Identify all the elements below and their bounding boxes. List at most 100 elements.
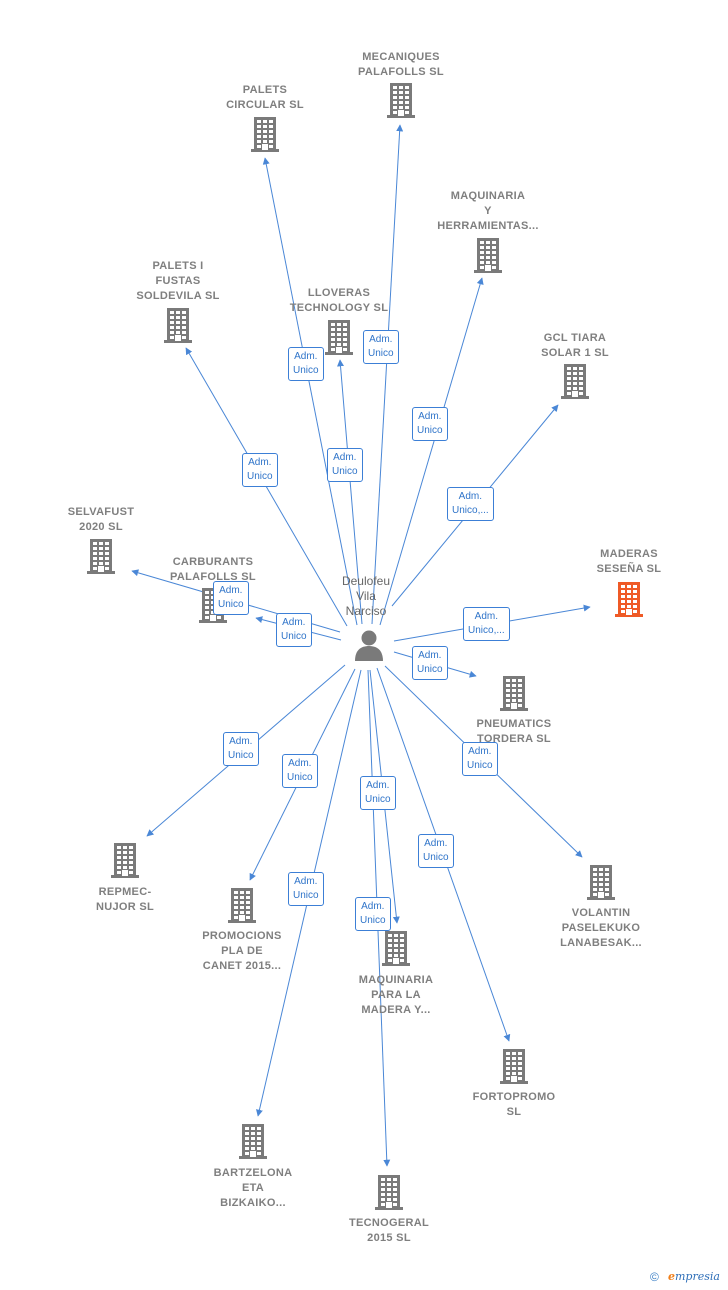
person-icon[interactable] <box>353 628 385 662</box>
role-badge-palets-fustas[interactable]: Adm.Unico <box>242 453 278 487</box>
company-label-fortopromo[interactable]: FORTOPROMO SL <box>439 1090 589 1120</box>
building-icon-lloveras[interactable] <box>323 319 355 355</box>
role-badge-line: Unico <box>293 890 319 901</box>
building-icon-volantin[interactable] <box>585 864 617 900</box>
role-badge-line: Unico <box>417 425 443 436</box>
role-badge-fortopromo[interactable]: Adm.Unico <box>418 834 454 868</box>
role-badge-bartzelona[interactable]: Adm. Unico <box>288 872 324 906</box>
company-label-line: MADERAS <box>600 548 658 560</box>
company-label-line: PALAFOLLS SL <box>170 571 256 583</box>
company-label-selvafust[interactable]: SELVAFUST 2020 SL <box>26 505 176 535</box>
building-icon-promocions[interactable] <box>226 887 258 923</box>
role-badge-line: Unico <box>368 348 394 359</box>
brand-rest: mpresia <box>675 1270 720 1283</box>
building-icon-tecnogeral[interactable] <box>373 1174 405 1210</box>
role-badge-line: Unico,... <box>452 505 489 516</box>
company-label-line: PARA LA <box>371 989 421 1001</box>
role-badge-line: Unico <box>228 750 254 761</box>
role-badge-line: Unico <box>281 631 307 642</box>
role-badge-line: Adm. <box>282 617 306 628</box>
role-badge-promocions[interactable]: Adm.Unico <box>282 754 318 788</box>
role-badge-volantin[interactable]: Adm. Unico <box>462 742 498 776</box>
role-badge-maquinaria-herramientas[interactable]: Adm.Unico <box>412 407 448 441</box>
role-badge-line: Unico <box>417 664 443 675</box>
building-icon-fortopromo[interactable] <box>498 1048 530 1084</box>
role-badge-line: Adm. <box>294 876 318 887</box>
role-badge-line: Adm. <box>219 585 243 596</box>
company-label-line: SESEÑA SL <box>596 563 662 575</box>
company-label-line: TECHNOLOGY SL <box>289 302 389 314</box>
role-badge-line: Adm. <box>468 746 492 757</box>
edge-to-lloveras <box>337 359 363 625</box>
company-label-line: LANABESAK... <box>560 937 642 949</box>
company-label-line: SL <box>506 1106 522 1118</box>
company-label-line: NUJOR SL <box>95 901 155 913</box>
building-icon-repmec[interactable] <box>109 842 141 878</box>
company-label-line: Y <box>484 205 492 217</box>
role-badge-line: Adm. <box>229 736 253 747</box>
building-icon-gcl-tiara[interactable] <box>559 363 591 399</box>
role-badge-palets-circular[interactable]: Adm.Unico <box>288 347 324 381</box>
building-icon-selvafust[interactable] <box>85 538 117 574</box>
role-badge-mecaniques[interactable]: Adm.Unico <box>363 330 399 364</box>
company-label-repmec[interactable]: REPMEC- NUJOR SL <box>50 885 200 915</box>
company-label-lloveras[interactable]: LLOVERAS TECHNOLOGY SL <box>264 286 414 316</box>
role-badge-carburants[interactable]: Adm. Unico <box>276 613 312 647</box>
edge-to-palets-circular <box>262 157 358 626</box>
company-label-line: BIZKAIKO... <box>220 1197 286 1209</box>
role-badge-line: Adm. <box>418 650 442 661</box>
company-label-line: 2020 SL <box>79 521 123 533</box>
company-label-line: LLOVERAS <box>307 287 371 299</box>
role-badge-line: Adm. <box>294 351 318 362</box>
company-label-line: CANET 2015... <box>202 960 282 972</box>
person-name-line: Narciso <box>345 604 387 618</box>
company-label-line: SELVAFUST <box>67 506 135 518</box>
company-label-line: CARBURANTS <box>172 556 254 568</box>
role-badge-maderas-senia[interactable]: Adm.Unico,... <box>463 607 510 641</box>
role-badge-pneumatics[interactable]: Adm. Unico <box>412 646 448 680</box>
building-icon-maderas-senia[interactable] <box>613 581 645 617</box>
company-label-line: PLA DE <box>221 945 263 957</box>
building-icon-maquinaria-herramientas[interactable] <box>472 237 504 273</box>
building-icon-mecaniques[interactable] <box>385 82 417 118</box>
role-badge-line: Adm. <box>248 457 272 468</box>
role-badge-selvafust[interactable]: Adm. Unico <box>213 581 249 615</box>
building-icon-bartzelona[interactable] <box>237 1123 269 1159</box>
role-badge-gcl-tiara[interactable]: Adm.Unico,... <box>447 487 494 521</box>
role-badge-line: Unico <box>360 915 386 926</box>
role-badge-lloveras[interactable]: Adm.Unico <box>327 448 363 482</box>
company-label-line: BARTZELONA <box>213 1167 293 1179</box>
role-badge-line: Unico <box>467 760 493 771</box>
company-label-line: FORTOPROMO <box>472 1091 556 1103</box>
role-badge-tecnogeral[interactable]: Adm.Unico <box>355 897 391 931</box>
role-badge-maquinaria-madera[interactable]: Adm.Unico <box>360 776 396 810</box>
building-icon-palets-circular[interactable] <box>249 116 281 152</box>
role-badge-repmec[interactable]: Adm. Unico <box>223 732 259 766</box>
company-label-carburants[interactable]: CARBURANTS PALAFOLLS SL <box>138 555 288 585</box>
company-label-line: MAQUINARIA <box>450 190 526 202</box>
person-name-line: Deulofeu <box>341 574 391 588</box>
company-label-line: PALETS <box>242 84 288 96</box>
building-icon-palets-fustas[interactable] <box>162 307 194 343</box>
company-label-line: GCL TIARA <box>543 332 607 344</box>
building-icon-pneumatics[interactable] <box>498 675 530 711</box>
edge-to-palets-fustas <box>185 347 348 627</box>
building-icon-maquinaria-madera[interactable] <box>380 930 412 966</box>
company-label-line: REPMEC- <box>98 886 152 898</box>
role-badge-line: Unico <box>218 599 244 610</box>
company-label-maderas-senia[interactable]: MADERAS SESEÑA SL <box>554 547 704 577</box>
company-label-line: SOLDEVILA SL <box>136 290 220 302</box>
role-badge-line: Adm. <box>474 611 499 622</box>
